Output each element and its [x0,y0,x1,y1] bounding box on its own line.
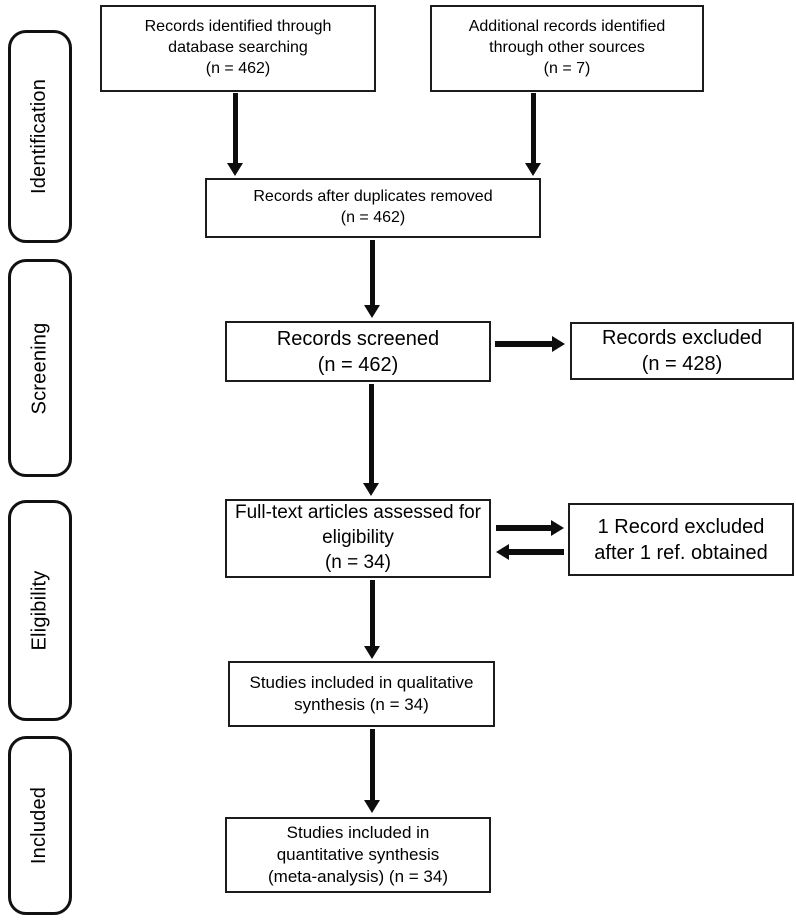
text-line: synthesis (n = 34) [294,695,429,714]
arrow-shaft [530,93,536,163]
text-line: after 1 ref. obtained [594,541,768,564]
text-line: eligibility [322,527,394,549]
text-line: Additional records identified [468,18,666,36]
text-line: Records after duplicates removed [253,188,493,206]
arrow-shaft [509,549,564,555]
box-database-search: Records identified through database sear… [100,5,376,92]
stage-identification: Identification [8,30,72,243]
arrow-shaft [232,93,238,163]
arrow-head [364,800,380,813]
box-fulltext-excluded: 1 Record excluded after 1 ref. obtained [568,503,794,576]
box-records-excluded: Records excluded (n = 428) [570,322,794,380]
arrow-head [551,520,564,536]
text-line: (n = 462) [317,353,399,376]
arrow-shaft [369,240,375,305]
stage-eligibility: Eligibility [8,500,72,721]
arrow-down-duplicates-to-screened-icon [364,240,380,318]
arrow-head [496,544,509,560]
arrow-shaft [368,384,374,483]
arrow-down-screened-to-fulltext-icon [363,384,379,496]
arrow-shaft [496,525,551,531]
text-line: (meta-analysis) (n = 34) [268,867,448,887]
arrow-shaft [369,729,375,800]
text-line: Records screened [276,327,440,350]
text-line: (n = 34) [324,551,391,573]
text-line: quantitative synthesis [276,844,440,864]
text-line: (n = 428) [641,353,723,375]
arrow-shaft [369,580,375,646]
arrow-head [364,646,380,659]
box-records-screened: Records screened (n = 462) [225,321,491,382]
arrow-left-excluded-to-fulltext-icon [496,544,564,560]
text-line: (n = 462) [340,209,406,226]
arrow-right-screened-to-excluded-icon [495,336,565,352]
stage-label: Included [28,786,51,865]
arrow-head [227,163,243,176]
arrow-right-fulltext-to-excluded-icon [496,520,564,536]
text-line: Studies included in [286,822,430,842]
text-line: Records identified through [144,18,332,36]
arrow-head [363,483,379,496]
arrow-shaft [495,341,552,347]
box-other-sources: Additional records identified through ot… [430,5,704,92]
arrow-head [552,336,565,352]
arrow-down-sources-to-duplicates-icon [525,93,541,176]
stage-label: Identification [28,78,51,195]
text-line: Records excluded [601,327,763,349]
stage-screening: Screening [8,259,72,477]
box-quantitative-synthesis: Studies included in quantitative synthes… [225,817,491,893]
stage-label: Screening [28,322,51,414]
box-duplicates-removed: Records after duplicates removed (n = 46… [205,178,541,238]
stage-label: Eligibility [28,570,51,651]
text-line: database searching [168,39,308,57]
box-qualitative-synthesis: Studies included in qualitative synthesi… [228,661,495,727]
text-line: 1 Record excluded [597,515,765,538]
text-line: (n = 7) [543,59,591,77]
arrow-down-qualitative-to-quantitative-icon [364,729,380,813]
text-line: (n = 462) [205,59,271,77]
box-fulltext-assessed: Full-text articles assessed for eligibil… [225,499,491,578]
arrow-head [364,305,380,318]
stage-included: Included [8,736,72,915]
text-line: Full-text articles assessed for [234,502,482,524]
arrow-head [525,163,541,176]
arrow-down-database-to-duplicates-icon [227,93,243,176]
arrow-down-fulltext-to-qualitative-icon [364,580,380,659]
text-line: Studies included in qualitative [249,672,474,692]
text-line: through other sources [489,39,645,57]
